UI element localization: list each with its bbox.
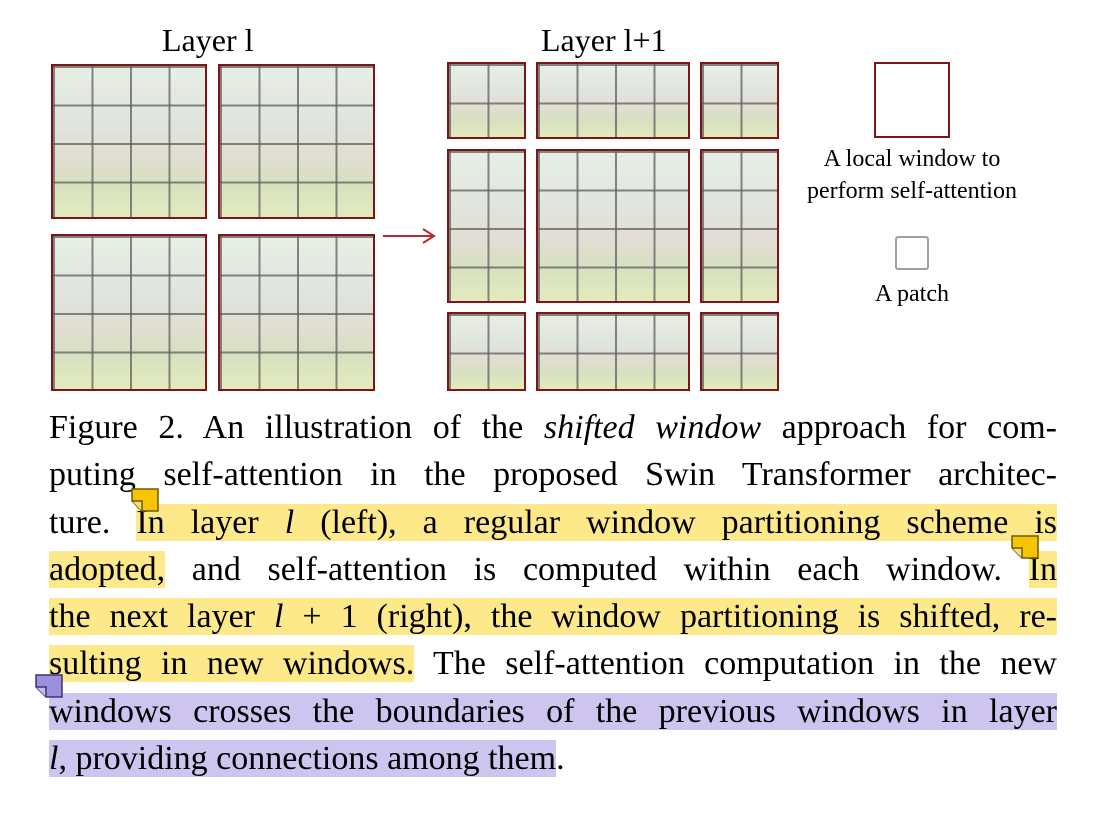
legend-window-swatch xyxy=(874,62,950,138)
caption-line-2: puting self-attention in the proposed Sw… xyxy=(49,456,1057,494)
shifted-window-7 xyxy=(447,312,526,391)
shifted-window-9 xyxy=(700,312,779,391)
legend-patch-swatch xyxy=(895,236,929,270)
layer-l-window-bottom-left xyxy=(51,234,207,391)
caption-line-5: the next layer l + 1 (right), the window… xyxy=(49,593,1057,640)
shift-arrow-icon xyxy=(383,228,436,244)
shifted-window-1 xyxy=(447,62,526,139)
highlight-yellow-2-end[interactable]: sulting in new windows. xyxy=(49,645,415,683)
highlight-yellow-1[interactable]: In layer l (left), a regular window part… xyxy=(136,503,1057,541)
note-yellow-icon-1[interactable] xyxy=(130,487,160,513)
caption-line-8: l, providing connections among them. xyxy=(49,740,565,778)
caption-line-3: ture. In layer l (left), a regular windo… xyxy=(49,503,1057,541)
caption-line-6: sulting in new windows. The self-attenti… xyxy=(49,645,1057,683)
highlight-yellow-2-mid[interactable]: the next layer l + 1 (right), the window… xyxy=(49,598,1057,636)
highlight-purple[interactable]: windows crosses the boundaries of the pr… xyxy=(49,692,1057,730)
figure-caption: Figure 2. An illustration of the shifted… xyxy=(49,404,1057,782)
note-yellow-icon-2[interactable] xyxy=(1010,534,1040,560)
layer-l-window-top-right xyxy=(218,64,375,219)
layer-l-label: Layer l xyxy=(162,22,254,58)
highlight-yellow-2[interactable]: In xyxy=(1028,550,1057,588)
legend-window-label: A local window to perform self-attention xyxy=(807,146,1017,205)
shifted-window-4 xyxy=(447,149,526,303)
layer-l-plus-1-label: Layer l+1 xyxy=(541,22,667,58)
legend-patch-label: A patch xyxy=(875,281,949,307)
layer-l-window-bottom-right xyxy=(218,234,375,391)
note-purple-icon[interactable] xyxy=(34,673,64,699)
layer-l-window-top-left xyxy=(51,64,207,219)
shifted-window-3 xyxy=(700,62,779,139)
shifted-window-2 xyxy=(536,62,690,139)
caption-line-1: Figure 2. An illustration of the shifted… xyxy=(49,409,1057,446)
caption-line-7: windows crosses the boundaries of the pr… xyxy=(49,688,1057,735)
shifted-window-8 xyxy=(536,312,690,391)
caption-line-4: adopted, and self-attention is computed … xyxy=(49,550,1057,588)
highlight-yellow-1-end[interactable]: adopted, xyxy=(49,550,166,588)
highlight-purple-end[interactable]: l, providing connections among them xyxy=(49,740,557,778)
shifted-window-5 xyxy=(536,149,690,303)
shifted-window-6 xyxy=(700,149,779,303)
